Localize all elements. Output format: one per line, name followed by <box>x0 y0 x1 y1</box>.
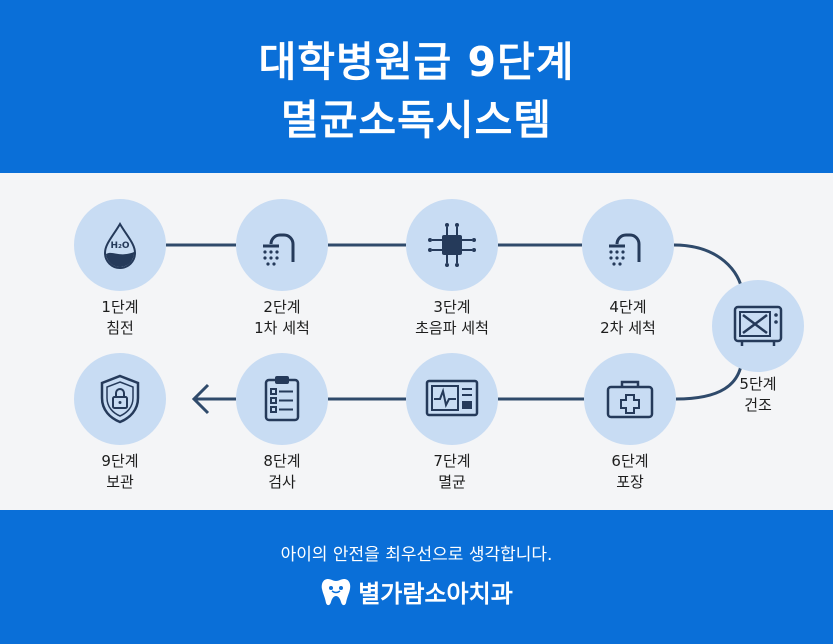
step-1-label: 1단계 침전 <box>60 297 180 339</box>
step-3-name: 초음파 세척 <box>415 319 489 337</box>
step-2-label: 2단계 1차 세척 <box>222 297 342 339</box>
process-connector-lines <box>166 243 744 415</box>
step-3-circle <box>406 199 498 291</box>
svg-text:H₂O: H₂O <box>110 241 129 251</box>
page-title-line1: 대학병원급 9단계 <box>258 38 575 86</box>
step-8-label: 8단계 검사 <box>222 451 342 493</box>
tagline: 아이의 안전을 최우선으로 생각합니다. <box>280 545 553 565</box>
step-9-number: 9단계 <box>101 452 139 470</box>
step-4-circle <box>582 199 674 291</box>
step-1-number: 1단계 <box>101 298 139 316</box>
brand-logo: 별가람소아치과 <box>0 574 833 609</box>
shower-icon <box>263 233 295 266</box>
arrow-left-icon <box>191 383 210 415</box>
step-6-number: 6단계 <box>611 452 649 470</box>
step-2-number: 2단계 <box>263 298 301 316</box>
step-6-name: 포장 <box>616 473 644 491</box>
step-2-name: 1차 세척 <box>254 319 310 337</box>
step-8-name: 검사 <box>268 473 296 491</box>
step-4-label: 4단계 2차 세척 <box>568 297 688 339</box>
step-9-label: 9단계 보관 <box>60 451 180 493</box>
step-4-number: 4단계 <box>609 298 647 316</box>
step-6-circle <box>584 353 676 445</box>
shower-icon <box>609 233 641 266</box>
step-2-circle <box>236 199 328 291</box>
step-5-number: 5단계 <box>739 375 777 393</box>
step-9-circle <box>74 353 166 445</box>
tooth-logo-icon <box>321 578 351 605</box>
step-4-name: 2차 세척 <box>600 319 656 337</box>
step-7-name: 멸균 <box>438 473 466 491</box>
dryer-oven-icon <box>733 305 783 346</box>
step-1-circle: H₂O <box>74 199 166 291</box>
step-3-label: 3단계 초음파 세척 <box>392 297 512 339</box>
water-drop-h2o-icon: H₂O <box>103 222 137 269</box>
ultrasonic-chip-icon <box>428 223 476 267</box>
step-5-name: 건조 <box>744 396 772 414</box>
sterilizer-monitor-icon <box>425 379 479 417</box>
footer-banner: 아이의 안전을 최우선으로 생각합니다. 별가람소아치과 <box>0 510 833 644</box>
step-8-circle <box>236 353 328 445</box>
step-3-number: 3단계 <box>433 298 471 316</box>
step-5-circle <box>712 280 804 372</box>
header-banner: 대학병원급 9단계 멸균소독시스템 <box>0 0 833 173</box>
lock-shield-icon <box>100 374 140 424</box>
step-8-number: 8단계 <box>263 452 301 470</box>
step-6-label: 6단계 포장 <box>570 451 690 493</box>
clipboard-checklist-icon <box>264 376 300 422</box>
step-5-label: 5단계 건조 <box>705 374 811 416</box>
step-7-number: 7단계 <box>433 452 471 470</box>
step-1-name: 침전 <box>106 319 134 337</box>
medical-kit-icon <box>606 380 654 419</box>
brand-name: 별가람소아치과 <box>358 580 513 608</box>
step-7-label: 7단계 멸균 <box>392 451 512 493</box>
step-9-name: 보관 <box>106 473 134 491</box>
step-7-circle <box>406 353 498 445</box>
page-title-line2: 멸균소독시스템 <box>280 96 553 144</box>
